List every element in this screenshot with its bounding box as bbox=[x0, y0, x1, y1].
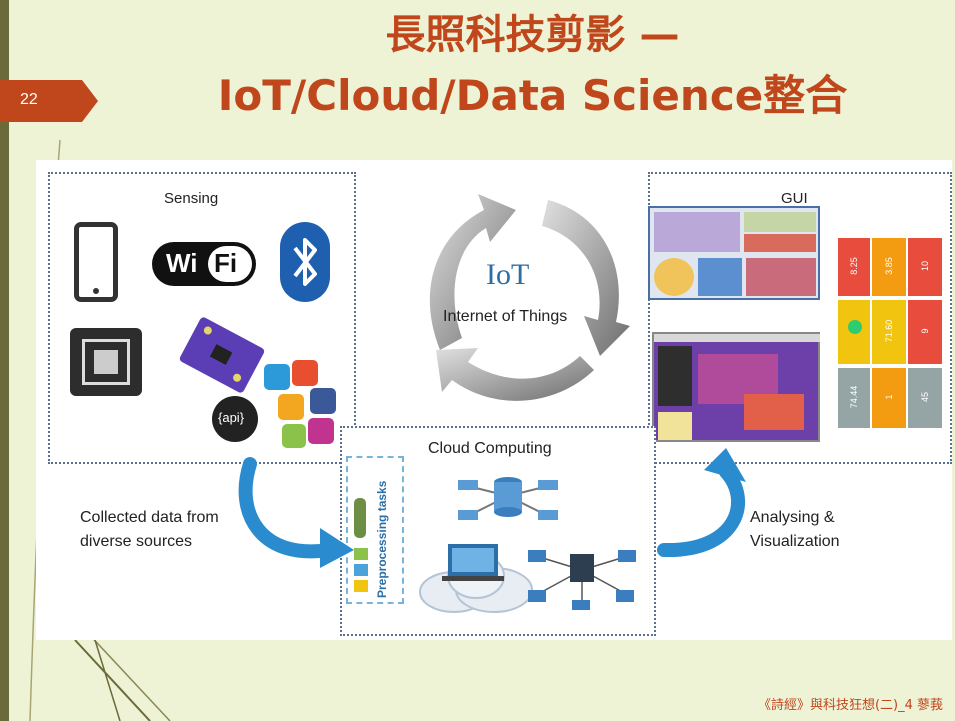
slide-footer: 《詩經》與科技狂想(二)_4 蓼莪 bbox=[757, 698, 943, 713]
title-line-1: 長照科技剪影 — bbox=[385, 12, 680, 58]
cloud-computing-label: Cloud Computing bbox=[428, 440, 552, 457]
dashboard-value: 9 bbox=[920, 328, 930, 334]
gui-box bbox=[648, 172, 952, 464]
left-accent-bar bbox=[0, 0, 9, 721]
bluetooth-icon bbox=[280, 222, 330, 302]
dashboard-value: 8.25 bbox=[849, 257, 859, 275]
wifi-text-left: Wi bbox=[166, 248, 198, 278]
iot-diagram: Sensing Wi Fi bbox=[36, 160, 952, 640]
dashboard-value: 1 bbox=[884, 394, 894, 400]
europe-map-screenshot bbox=[652, 332, 820, 442]
dashboard-value: 10 bbox=[920, 261, 930, 272]
dashboard-tiles: 8.25 3.85 10 71.60 9 74.44 1 45 bbox=[838, 238, 942, 428]
collected-data-label: Collected data from diverse sources bbox=[80, 506, 219, 554]
rfid-chip-icon bbox=[70, 328, 142, 396]
map-dashboard-screenshot bbox=[648, 206, 820, 300]
iot-subtitle: Internet of Things bbox=[443, 308, 568, 325]
dashboard-value: 71.60 bbox=[884, 319, 894, 343]
page-number-badge: 22 bbox=[0, 80, 98, 122]
collected-line-2: diverse sources bbox=[80, 533, 193, 550]
preprocessing-label: Preprocessing tasks bbox=[375, 480, 389, 598]
collected-line-1: Collected data from bbox=[80, 509, 219, 526]
server-network-icon bbox=[458, 477, 558, 520]
page-number: 22 bbox=[20, 91, 38, 108]
analysing-line-1: Analysing & bbox=[750, 509, 835, 526]
analysing-label: Analysing & Visualization bbox=[750, 506, 840, 554]
collect-arrow-icon bbox=[238, 457, 354, 568]
wifi-text-right: Fi bbox=[214, 248, 238, 278]
preprocessing-panel: Preprocessing tasks bbox=[346, 456, 404, 604]
network-cluster-icon bbox=[528, 550, 636, 610]
title-line-2: IoT/Cloud/Data Science整合 bbox=[217, 71, 848, 120]
cloud-laptop-icon bbox=[419, 544, 533, 613]
iot-label: IoT bbox=[486, 258, 530, 291]
sensing-box bbox=[48, 172, 356, 464]
sensing-label: Sensing bbox=[164, 190, 219, 207]
slide-title: 長照科技剪影 — IoT/Cloud/Data Science整合 bbox=[110, 8, 955, 124]
gui-label: GUI bbox=[781, 190, 808, 207]
app-icons-cluster: {api} bbox=[212, 360, 352, 450]
iot-cycle-arrows bbox=[429, 194, 630, 401]
dashboard-value: 3.85 bbox=[884, 257, 894, 275]
analysing-line-2: Visualization bbox=[750, 533, 840, 550]
api-label: {api} bbox=[218, 410, 245, 425]
analyse-arrow-icon bbox=[657, 448, 746, 558]
dashboard-value: 74.44 bbox=[849, 385, 859, 409]
smartphone-icon bbox=[74, 222, 118, 302]
dashboard-value: 45 bbox=[920, 392, 930, 403]
wifi-icon: Wi Fi bbox=[152, 242, 256, 286]
